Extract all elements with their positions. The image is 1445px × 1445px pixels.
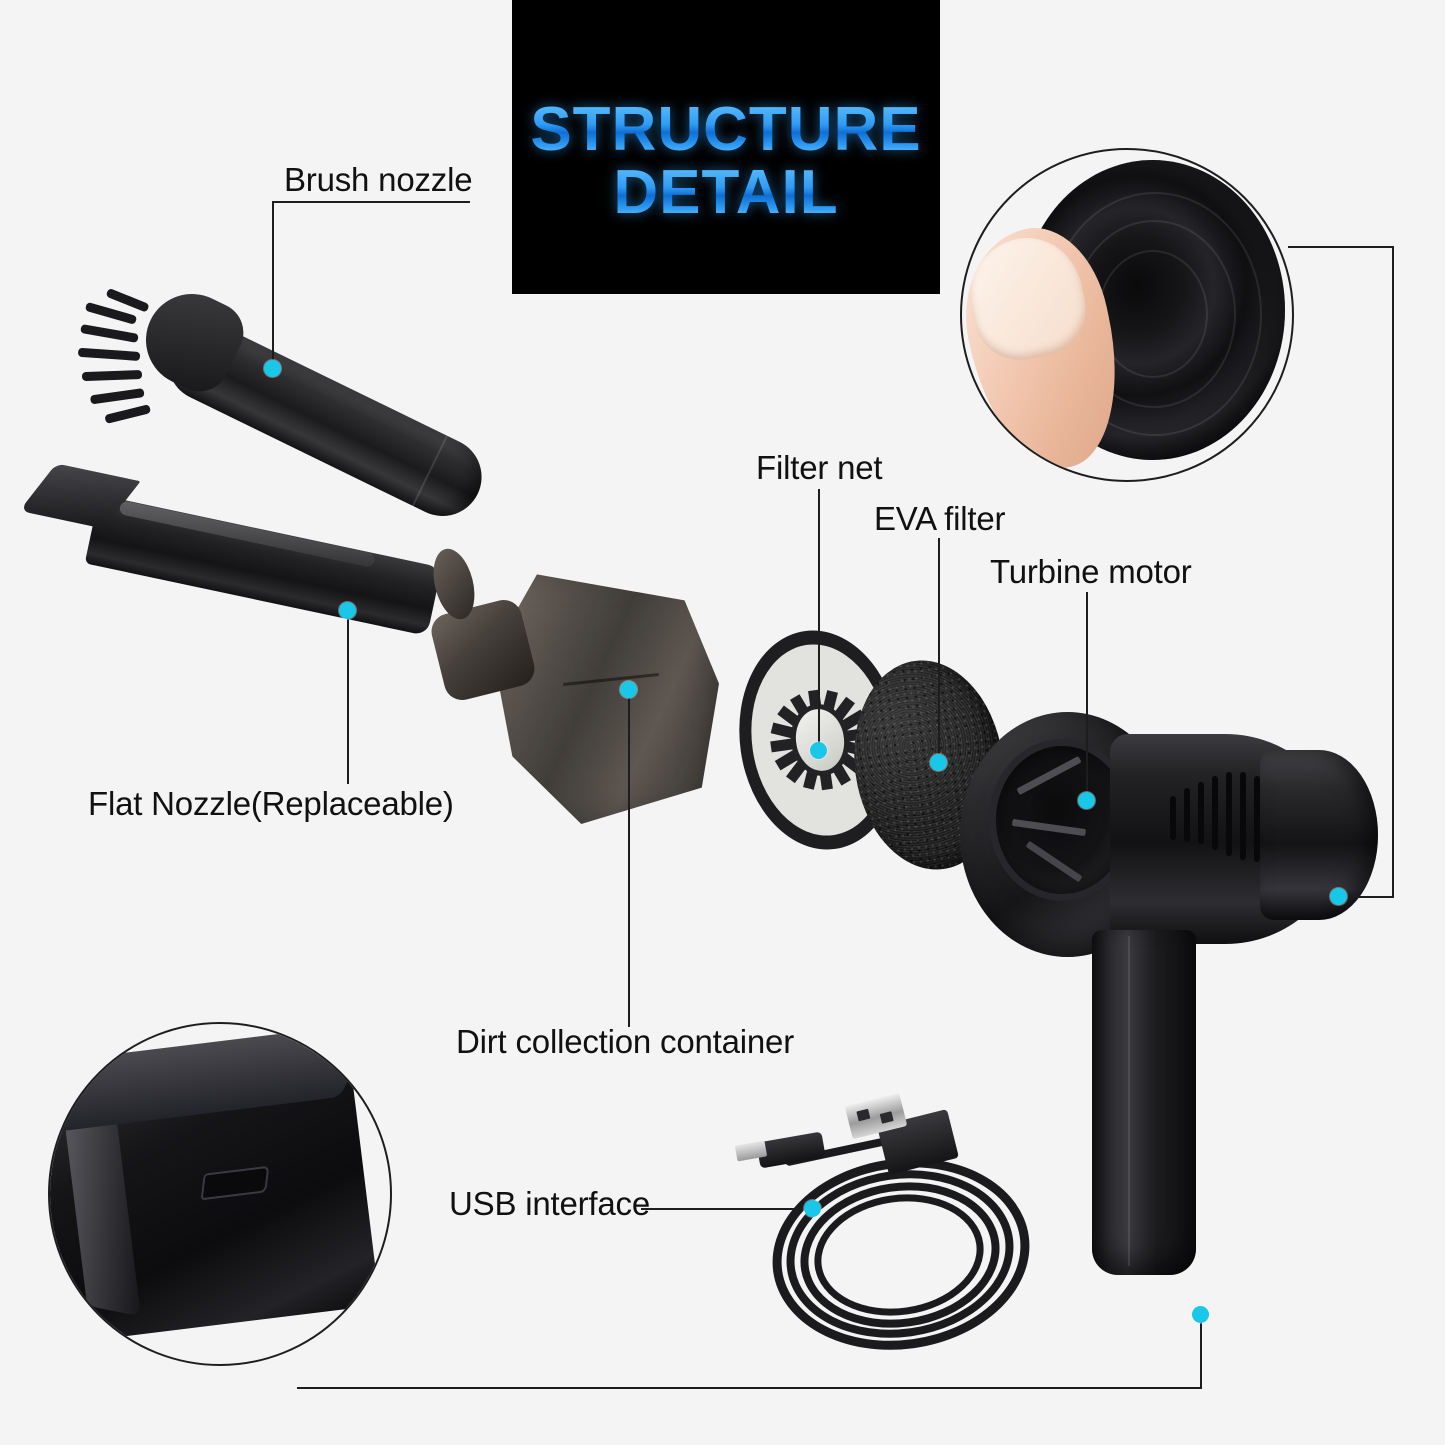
air-vent (1170, 796, 1176, 840)
leader-line-usb-interface (641, 1208, 816, 1210)
usb-cable-part (730, 1085, 1070, 1375)
power-button-ring (1098, 250, 1208, 378)
leader-line-turbine-motor (1086, 592, 1088, 800)
leader-line-brush-nozzle (272, 201, 274, 368)
leader-line-usbport-inset-vertical (1200, 1320, 1202, 1388)
usb-charging-port-closeup (48, 1022, 392, 1366)
brush-bristle (104, 404, 152, 424)
title-banner: STRUCTURE DETAIL (512, 0, 940, 294)
brush-bristle (80, 323, 139, 343)
turbine-vane (1025, 840, 1083, 883)
air-vent (1198, 782, 1204, 844)
leader-line-filter-net (818, 489, 820, 749)
marker-dot-flat-nozzle (339, 602, 356, 619)
usb-pin (856, 1108, 871, 1122)
leader-line-eva-filter (938, 538, 940, 760)
turbine-vane (1016, 755, 1082, 796)
marker-dot-turbine-motor (1078, 792, 1095, 809)
leader-line-power-inset-vertical (1392, 246, 1394, 898)
label-turbine-motor: Turbine motor (990, 553, 1192, 590)
marker-dot-eva-filter (930, 754, 947, 771)
label-flat-nozzle: Flat Nozzle(Replaceable) (88, 785, 454, 822)
power-button-closeup (960, 148, 1294, 482)
marker-dot-dirt-collection-container (620, 681, 637, 698)
thumbnail (962, 227, 1095, 369)
marker-dot-filter-net (810, 742, 827, 759)
marker-dot-handle-base (1192, 1306, 1209, 1323)
turbine-motor-intake (996, 746, 1128, 894)
air-vent (1226, 772, 1232, 856)
air-vent (1212, 776, 1218, 850)
leader-line-dirt-collection-container (628, 697, 630, 1027)
flat-nozzle-part (19, 463, 470, 670)
title-line-2: DETAIL (613, 158, 839, 227)
brush-bristle (81, 370, 143, 382)
usb-pin (879, 1111, 894, 1124)
leader-line-brush-nozzle-underline (272, 201, 470, 203)
leader-line-usbport-inset-bottom (297, 1387, 1202, 1389)
air-vent (1184, 788, 1190, 842)
air-vent (1254, 776, 1260, 862)
brush-bristle (89, 388, 145, 405)
handle-seam (1128, 936, 1130, 1266)
label-eva-filter: EVA filter (874, 500, 1006, 537)
leader-line-flat-nozzle (347, 618, 349, 784)
marker-dot-usb-interface (804, 1200, 821, 1217)
label-brush-nozzle: Brush nozzle (284, 161, 473, 198)
leader-line-power-inset-bottom (1344, 896, 1394, 898)
label-usb-interface: USB interface (449, 1185, 650, 1222)
dirt-collection-container-part (426, 540, 745, 850)
rear-cap (1260, 750, 1378, 920)
handle-part (1092, 930, 1196, 1275)
marker-dot-rear-cap (1330, 888, 1347, 905)
air-vent (1240, 772, 1246, 860)
title-line-1: STRUCTURE (530, 94, 922, 164)
label-dirt-collection-container: Dirt collection container (456, 1023, 794, 1060)
marker-dot-brush-nozzle (264, 360, 281, 377)
leader-line-power-inset-top (1288, 246, 1394, 248)
micro-usb-connector (756, 1131, 826, 1169)
turbine-motor-part (960, 690, 1380, 1350)
turbine-vane (1011, 818, 1087, 837)
brush-bristle (77, 347, 141, 361)
label-filter-net: Filter net (756, 449, 883, 486)
